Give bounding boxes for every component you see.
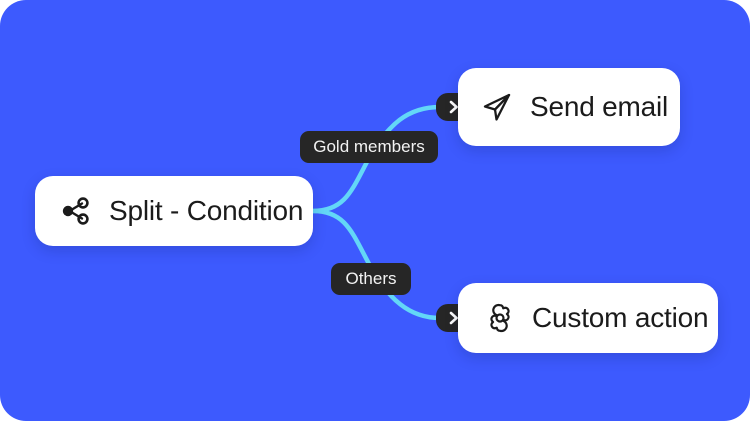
gear-icon	[484, 302, 516, 334]
send-paper-plane-icon	[480, 90, 514, 124]
node-send-email[interactable]: Send email	[458, 68, 680, 146]
edge-label-others[interactable]: Others	[331, 263, 411, 295]
share-split-icon	[57, 193, 93, 229]
node-custom-action[interactable]: Custom action	[458, 283, 718, 353]
node-send-email-label: Send email	[530, 91, 669, 122]
chevron-right-icon	[449, 100, 458, 114]
edge-label-gold[interactable]: Gold members	[300, 131, 438, 163]
edge-label-gold-text: Gold members	[313, 137, 425, 156]
edge-label-others-text: Others	[345, 269, 397, 288]
node-split-condition-label: Split - Condition	[109, 195, 304, 226]
node-custom-action-label: Custom action	[532, 302, 709, 333]
node-split-condition[interactable]: Split - Condition	[35, 176, 313, 246]
chevron-right-icon	[449, 311, 458, 325]
